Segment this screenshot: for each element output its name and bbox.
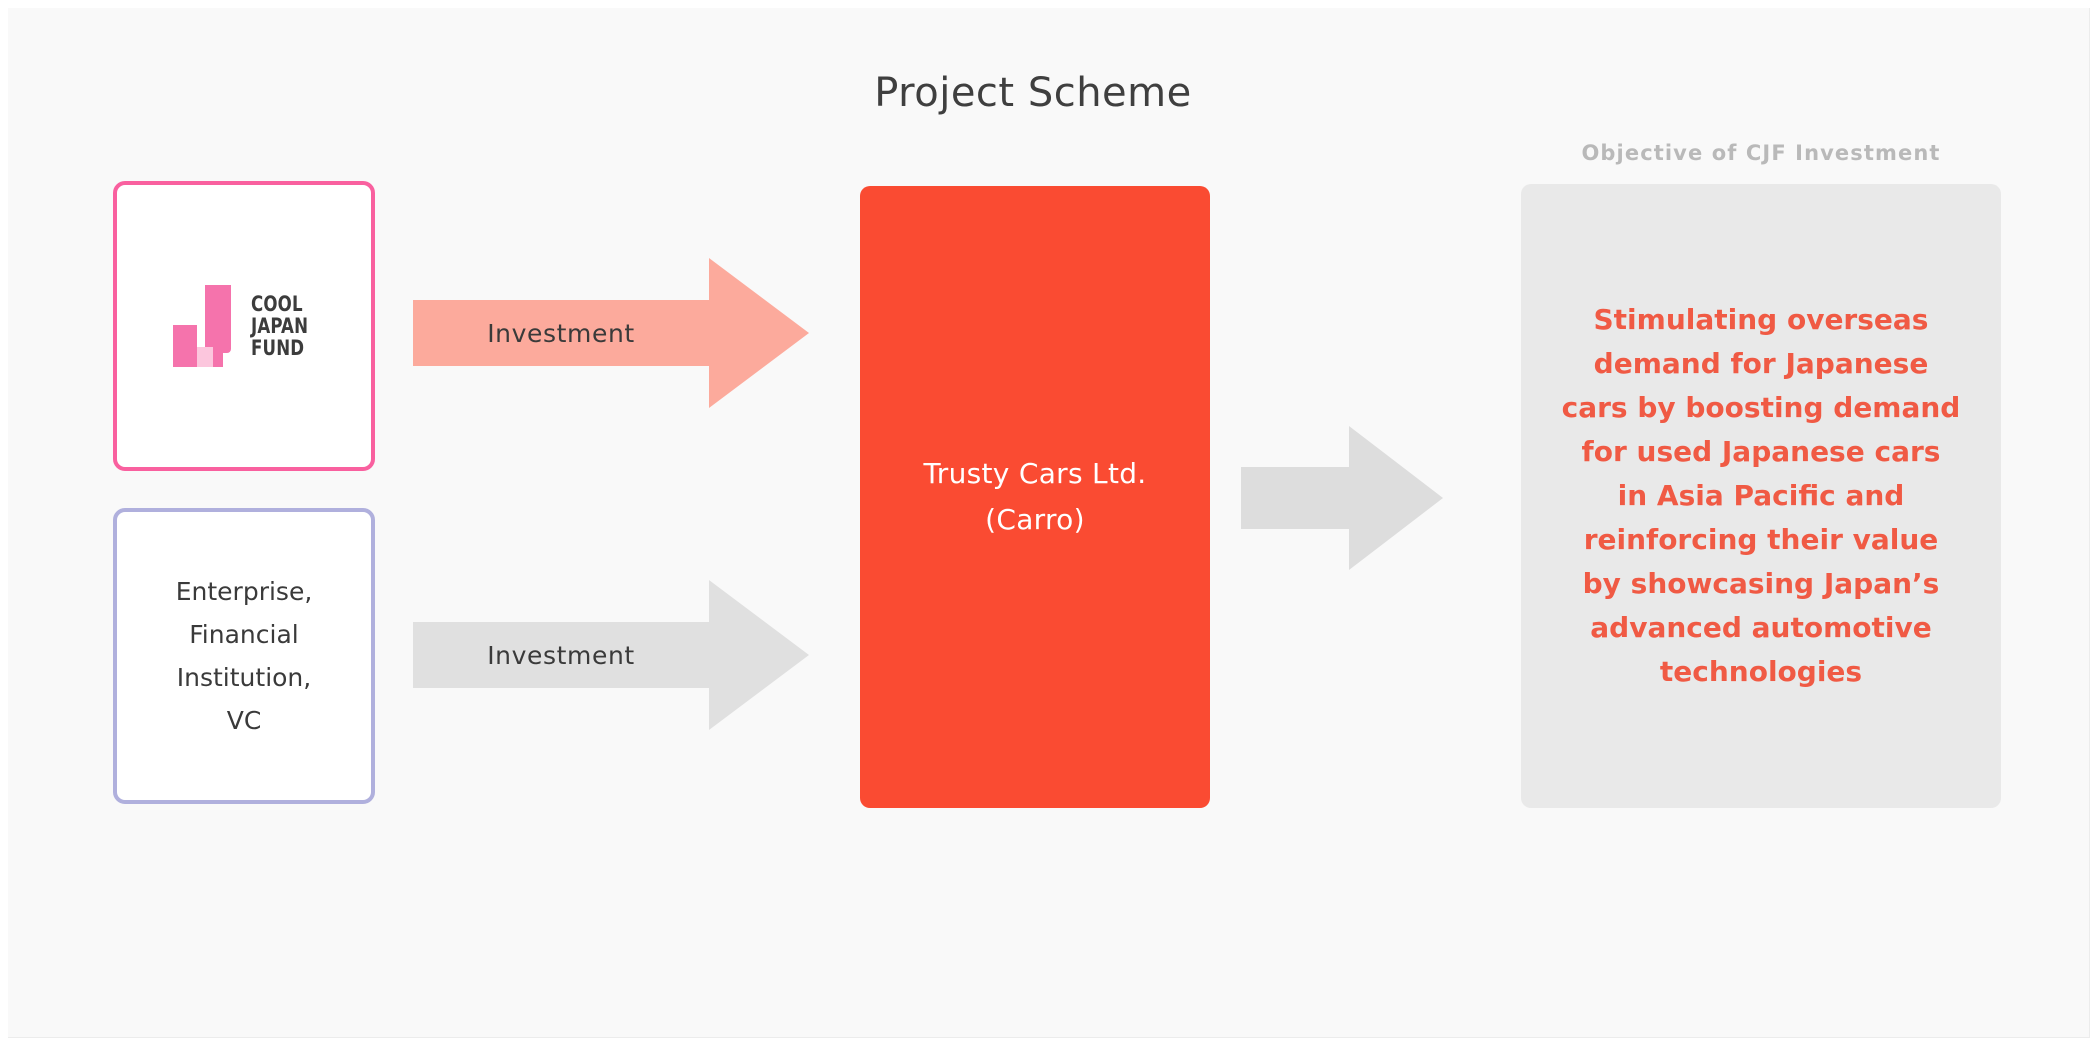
- diagram-canvas: Project Scheme COOL JAPAN FUND Enterpris…: [8, 8, 2090, 1038]
- company-line-1: Trusty Cars Ltd.: [923, 457, 1147, 490]
- arrow-label: Investment: [487, 318, 635, 348]
- objective-line-2: demand for Japanese: [1593, 347, 1929, 380]
- enterprise-line-3: Institution,: [176, 663, 312, 692]
- wordmark-line-2: JAPAN: [250, 313, 308, 338]
- arrow-body: Investment: [413, 300, 709, 366]
- arrow-right-icon: [709, 580, 809, 730]
- company-line-2: (Carro): [985, 503, 1085, 536]
- objective-line-3: cars by boosting demand: [1561, 391, 1961, 424]
- enterprise-line-1: Enterprise,: [175, 577, 313, 606]
- enterprise-label: Enterprise, Financial Institution, VC: [166, 570, 323, 742]
- objective-line-6: reinforcing their value: [1583, 523, 1939, 556]
- enterprise-line-4: VC: [226, 706, 262, 735]
- objective-box: Stimulating overseas demand for Japanese…: [1521, 184, 2001, 808]
- j-overlap: [196, 347, 213, 367]
- objective-line-7: by showcasing Japan’s: [1582, 567, 1940, 600]
- objective-line-8: advanced automotive: [1590, 611, 1932, 644]
- source-box-cool-japan-fund: COOL JAPAN FUND: [113, 181, 375, 471]
- objective-text: Stimulating overseas demand for Japanese…: [1544, 298, 1979, 694]
- wordmark-line-3: FUND: [250, 335, 304, 360]
- arrow-label: Investment: [487, 640, 635, 670]
- arrow-body: [1241, 467, 1349, 529]
- cool-japan-fund-j-mark-icon: [172, 285, 235, 367]
- objective-caption: Objective of CJF Investment: [1581, 141, 1941, 165]
- objective-line-1: Stimulating overseas: [1593, 303, 1929, 336]
- arrow-investment-cjf: Investment: [413, 258, 809, 408]
- objective-line-5: in Asia Pacific and: [1617, 479, 1905, 512]
- company-box-trusty-cars: Trusty Cars Ltd. (Carro): [860, 186, 1210, 808]
- wordmark-line-1: COOL: [250, 291, 303, 316]
- cool-japan-fund-logo: COOL JAPAN FUND: [172, 285, 316, 367]
- arrow-right-icon: [709, 258, 809, 408]
- page-title: Project Scheme: [874, 70, 1192, 116]
- objective-line-9: technologies: [1659, 655, 1863, 688]
- cool-japan-fund-wordmark: COOL JAPAN FUND: [250, 291, 316, 360]
- arrow-body: Investment: [413, 622, 709, 688]
- arrow-to-objective: [1241, 426, 1443, 570]
- j-stem: [204, 285, 231, 353]
- arrow-right-icon: [1349, 426, 1443, 570]
- arrow-investment-enterprise: Investment: [413, 580, 809, 730]
- company-label: Trusty Cars Ltd. (Carro): [923, 451, 1146, 543]
- enterprise-line-2: Financial: [189, 620, 299, 649]
- source-box-enterprise: Enterprise, Financial Institution, VC: [113, 508, 375, 804]
- objective-line-4: for used Japanese cars: [1581, 435, 1941, 468]
